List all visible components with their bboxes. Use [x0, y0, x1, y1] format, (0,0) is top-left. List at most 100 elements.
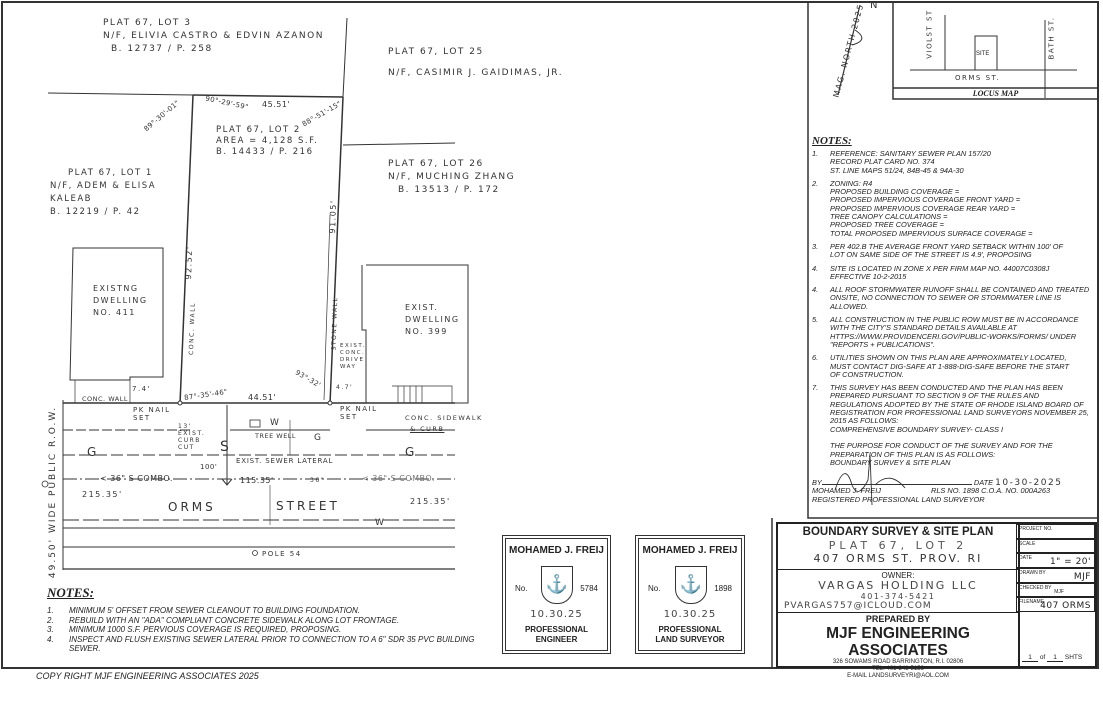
- owner-name: VARGAS HOLDING LLC: [818, 579, 978, 592]
- dwelling-399-label: EXIST. DWELLING NO. 399: [405, 302, 460, 338]
- dwelling-411-line2: DWELLING: [93, 296, 148, 305]
- lot25-owner: N/F, CASIMIR J. GAIDIMAS, JR.: [388, 68, 564, 78]
- note-line: PROPOSED BUILDING COVERAGE =: [830, 187, 960, 197]
- water-line-label: W: [270, 418, 281, 428]
- dim-offset-right: 4.7': [336, 384, 354, 391]
- note-line: PER 402.B THE AVERAGE FRONT YARD SETBACK…: [830, 241, 1064, 251]
- note-number: 3.: [47, 625, 54, 634]
- note-item: 3.PER 402.B THE AVERAGE FRONT YARD SETBA…: [812, 241, 1097, 260]
- dim-combo-left: 215.35': [82, 490, 123, 499]
- note-number: 7.: [812, 383, 819, 393]
- note-line: PROPOSED IMPERVIOUS COVERAGE REAR YARD =: [830, 203, 1016, 213]
- pe-license-number: 5784: [580, 584, 598, 593]
- note-line: 2015 AS FOLLOWS:: [830, 416, 899, 426]
- note-item: 4.ALL ROOF STORMWATER RUNOFF SHALL BE CO…: [812, 285, 1097, 311]
- gas-line-label-2: G: [405, 445, 416, 459]
- driveway-label: EXIST. CONC. DRIVE WAY: [340, 343, 366, 370]
- note-line: WITH THE CITY'S STANDARD DETAILS AVAILAB…: [830, 323, 1017, 333]
- locus-street-bath: BATH ST.: [1047, 16, 1056, 60]
- lot2-label: PLAT 67, LOT 2 AREA = 4,128 S.F. B. 1443…: [216, 125, 318, 158]
- note-line: PROPOSED IMPERVIOUS COVERAGE FRONT YARD …: [830, 195, 1021, 205]
- dim-sewer-size: 36": [310, 477, 325, 484]
- firm-email: E-MAIL LANDSURVEYRI@AOL.COM: [847, 673, 949, 679]
- notes-left: NOTES: 1.MINIMUM 5' OFFSET FROM SEWER CL…: [47, 585, 487, 654]
- notes-right: NOTES: 1.REFERENCE: SANITARY SEWER PLAN …: [812, 135, 1097, 504]
- dim-west: 92.52': [183, 245, 195, 280]
- note-line: REGULATIONS ADOPTED BY THE STATE OF RHOD…: [830, 399, 1084, 409]
- pls-stamp: MOHAMED J. FREIJ ⚓ No. 1898 10.30.25 PRO…: [635, 535, 745, 654]
- locus-site: SITE: [976, 51, 990, 57]
- note-line: ALLOWED.: [830, 301, 869, 311]
- pole-label: POLE 54: [262, 550, 302, 558]
- dwelling-411-label: EXISTNG DWELLING NO. 411: [93, 283, 148, 319]
- note-line: ALL ROOF STORMWATER RUNOFF SHALL BE CONT…: [830, 285, 1090, 295]
- checked-by-label: CHECKED BY: [1019, 585, 1052, 591]
- sewer-symbol: S: [220, 439, 231, 455]
- sign-date-label: DATE: [973, 478, 994, 488]
- field-project-no: PROJECT NO.: [1016, 524, 1095, 539]
- notes-left-title: NOTES:: [47, 585, 94, 600]
- gas-line-label-3: G: [314, 433, 323, 443]
- sheets-label: SHTS: [1064, 654, 1083, 661]
- note-number: 1.: [47, 606, 54, 615]
- note-line: THIS SURVEY HAS BEEN CONDUCTED AND THE P…: [830, 383, 1063, 393]
- dim-combo-mid: 115.35': [240, 476, 274, 485]
- lot3-plat: PLAT 67, LOT 3: [103, 18, 192, 28]
- row-width-label: 49.50' WIDE PUBLIC R.O.W.: [48, 405, 59, 579]
- lot1-plat: PLAT 67, LOT 1: [68, 168, 153, 178]
- sidewalk-label: CONC. SIDEWALK: [405, 414, 483, 422]
- dim-combo-right: 215.35': [410, 497, 451, 506]
- note-line: HTTPS://WWW.PROVIDENCERI.GOV/PUBLIC-WORK…: [830, 331, 1077, 341]
- lot2-plat: PLAT 67, LOT 2: [216, 125, 301, 135]
- note-line: EFFECTIVE 10-2-2015: [830, 271, 907, 281]
- dim-east: 91.05': [327, 199, 339, 234]
- owner-label: OWNER:: [881, 571, 915, 580]
- note-line: PREPARED PURSUANT TO SECTION 9 OF THE RU…: [830, 391, 1040, 401]
- note-line: OF CONSTRUCTION.: [830, 369, 904, 379]
- pe-no-label: No.: [515, 584, 528, 593]
- pls-license-number: 1898: [714, 584, 732, 593]
- combo-sewer-left: < 36" S COMBO.: [100, 474, 173, 483]
- dim-sewer-distance: 100': [200, 463, 218, 471]
- dwelling-399-line1: EXIST.: [405, 303, 439, 312]
- lot3-label: PLAT 67, LOT 3 N/F, ELIVIA CASTRO & EDVI…: [103, 17, 324, 56]
- note-line: ONSITE, NO CONNECTION TO SEWER OR STORMW…: [830, 293, 1062, 303]
- dim-rear: 45.51': [262, 100, 291, 109]
- lot25-plat: PLAT 67, LOT 25: [388, 47, 484, 57]
- scale-label: SCALE: [1019, 541, 1036, 547]
- sheet-count: 1 of 1 SHTS: [1022, 654, 1082, 662]
- plan-title: BOUNDARY SURVEY & SITE PLAN: [802, 526, 994, 538]
- locus-map-border: [892, 1, 1099, 100]
- note-line: PROPOSED TREE COVERAGE =: [830, 220, 944, 230]
- note-number: 2.: [812, 178, 819, 188]
- dim-offset-left: 7.4': [132, 385, 152, 393]
- note-line: ST. LINE MAPS 51/24, 84B-45 & 94A-30: [830, 165, 964, 175]
- pk-nail-left: PK NAIL SET: [133, 406, 171, 422]
- pe-profession-2: ENGINEER: [535, 635, 578, 644]
- project-no-label: PROJECT NO.: [1019, 526, 1053, 532]
- note-line: PREPARATION OF THIS PLAN IS AS FOLLOWS:: [830, 449, 996, 459]
- lot26-label: PLAT 67, LOT 26 N/F, MUCHING ZHANG B. 13…: [388, 158, 515, 197]
- dim-front: 44.51': [248, 393, 277, 402]
- note-line: ZONING: R4: [830, 178, 873, 188]
- lot2-rear-line: [192, 94, 344, 98]
- conc-wall-label: CONC. WALL: [82, 395, 128, 403]
- note-item: 2.REBUILD WITH AN "ADA" COMPLIANT CONCRE…: [47, 616, 487, 626]
- pole-symbol: [252, 550, 258, 556]
- curb-cut-label: 13' EXIST. CURB CUT: [178, 423, 206, 451]
- note-line: RECORD PLAT CARD NO. 374: [830, 157, 935, 167]
- pls-profession-1: PROFESSIONAL: [658, 625, 722, 634]
- note-text: REBUILD WITH AN "ADA" COMPLIANT CONCRETE…: [69, 615, 400, 625]
- lot26-line: [342, 142, 456, 146]
- title-block: BOUNDARY SURVEY & SITE PLAN PLAT 67, LOT…: [776, 522, 1020, 679]
- note-line: ALL CONSTRUCTION IN THE PUBLIC ROW MUST …: [830, 315, 1079, 325]
- note-item: 4.INSPECT AND FLUSH EXISTING SEWER LATER…: [47, 635, 487, 654]
- note-item: 1.MINIMUM 5' OFFSET FROM SEWER CLEANOUT …: [47, 606, 487, 616]
